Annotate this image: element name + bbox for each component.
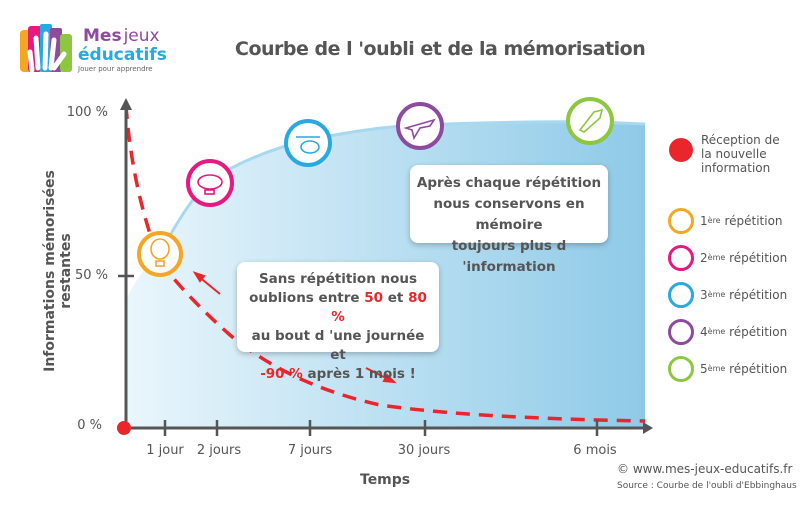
balloon-icon — [668, 207, 694, 234]
callout-line: nous conservons en mémoire — [433, 196, 585, 233]
repetition-1-balloon-icon — [137, 231, 183, 277]
reception-dot-icon — [669, 138, 693, 162]
callout-repetition: Après chaque répétition nous conservons … — [410, 165, 608, 275]
x-tick: 7 jours — [287, 443, 333, 458]
y-tick-50: 50 % — [74, 268, 108, 283]
logo-text-2: éducatifs — [78, 45, 167, 65]
y-tick-0: 0 % — [77, 418, 102, 433]
origin-dot — [117, 421, 131, 435]
callout-line: Après chaque répétition — [416, 175, 602, 191]
legend-reception: Réception de la nouvelle information — [701, 133, 780, 175]
callout-line: oublions entre 50 et 80 % — [249, 290, 427, 325]
callout-line: au bout d 'une journée et — [251, 328, 425, 363]
x-tick: 2 jours — [196, 443, 242, 458]
repetition-3-helicopter-icon — [284, 119, 332, 167]
logo-hand-icon — [20, 24, 72, 73]
logo-tagline: Jouer pour apprendre — [78, 65, 153, 73]
x-tick: 1 jour — [146, 443, 184, 458]
x-tick: 30 jours — [397, 443, 451, 458]
y-tick-100: 100 % — [66, 105, 108, 120]
repetition-5-rocket-icon — [566, 97, 614, 145]
callout-no-repetition: Sans répétition nous oublions entre 50 e… — [237, 262, 439, 382]
callout-line: -90 % après 1 mois ! — [260, 366, 416, 382]
credit: © www.mes-jeux-educatifs.fr — [617, 462, 793, 476]
x-axis-arrow-icon — [643, 422, 653, 434]
airplane-icon — [668, 318, 694, 345]
callout-line: Sans répétition nous — [258, 271, 418, 287]
airship-icon — [668, 244, 694, 271]
x-axis-title: Temps — [360, 472, 411, 488]
y-axis-arrow-icon — [120, 98, 132, 110]
x-tick: 6 mois — [573, 443, 617, 458]
source: Source : Courbe de l'oubli d'Ebbinghaus — [617, 481, 797, 491]
page-title: Courbe de l 'oubli et de la mémorisation — [235, 38, 646, 60]
callout-line: toujours plus d 'information — [451, 238, 567, 275]
helicopter-icon — [668, 281, 694, 308]
y-axis-title: Informations mémorisées restantes — [42, 170, 74, 372]
repetition-4-airplane-icon — [396, 102, 444, 150]
rocket-icon — [668, 355, 694, 382]
repetition-2-airship-icon — [186, 159, 234, 207]
